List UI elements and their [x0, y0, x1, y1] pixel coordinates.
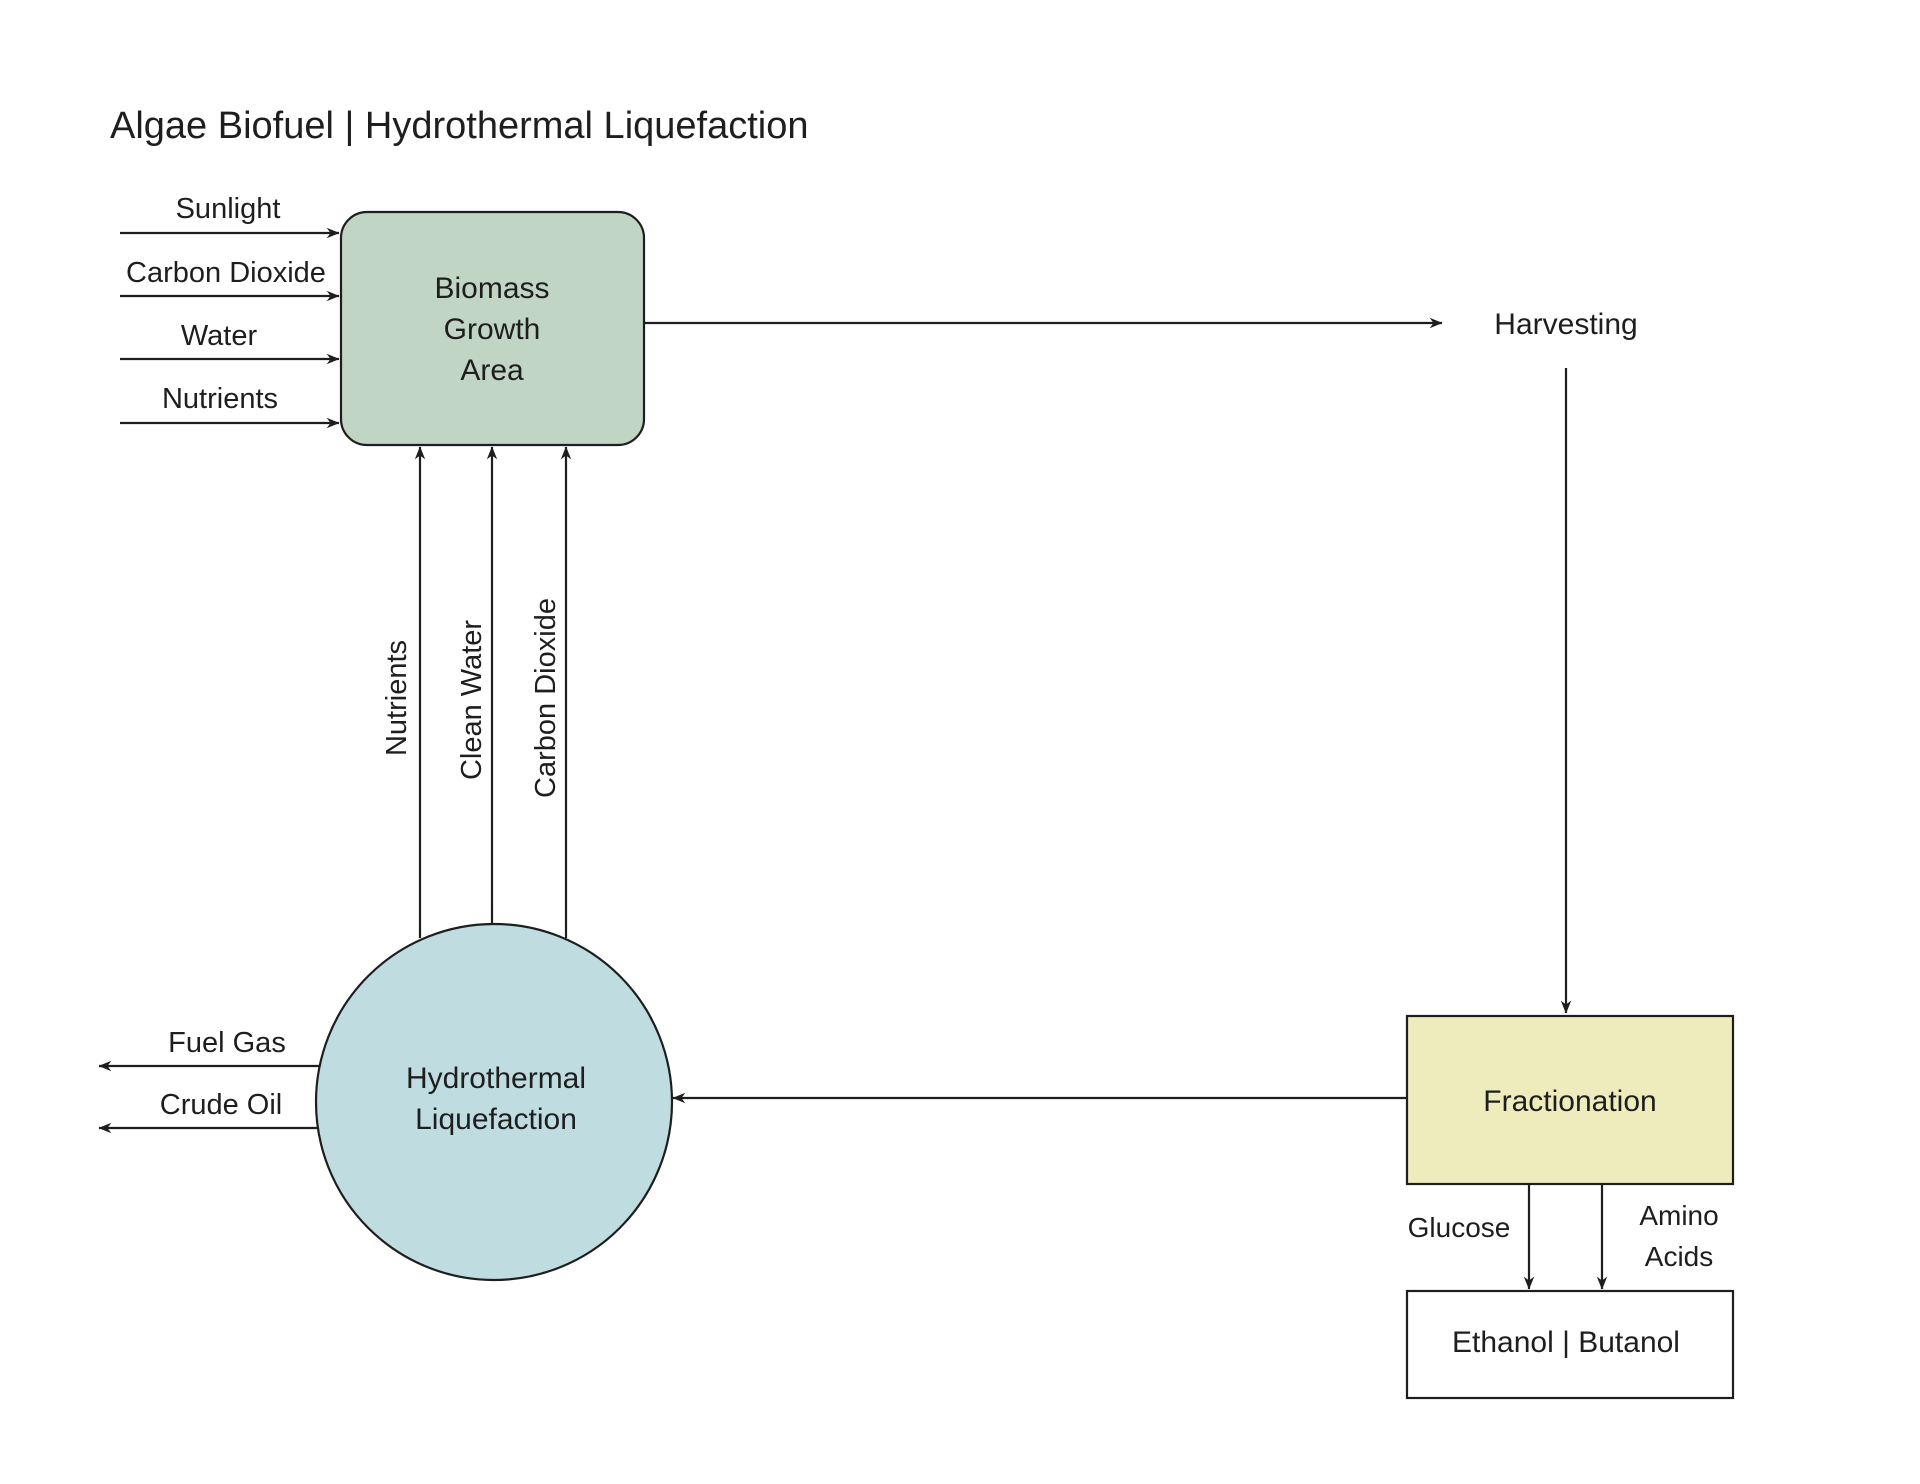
- input-label-sunlight: Sunlight: [176, 193, 281, 225]
- recycle-label-nutrients: Nutrients: [381, 640, 413, 756]
- fractionation-label: Fractionation: [1483, 1085, 1656, 1118]
- hydrothermal-liquefaction-circle: [314, 922, 674, 1282]
- recycle-label-clean-water: Clean Water: [456, 620, 488, 780]
- output-label-crude-oil: Crude Oil: [160, 1089, 283, 1121]
- recycle-label-carbon-dioxide: Carbon Dioxide: [530, 598, 562, 798]
- htl-label-line-1: Hydrothermal: [406, 1062, 586, 1095]
- biomass-label-line-1: Biomass: [434, 272, 549, 305]
- htl-label-line-2: Liquefaction: [415, 1103, 577, 1136]
- glucose-label: Glucose: [1408, 1212, 1511, 1243]
- diagram-title: Algae Biofuel | Hydrothermal Liquefactio…: [110, 105, 809, 147]
- amino-acids-label-line-1: Amino: [1639, 1200, 1718, 1231]
- input-label-water: Water: [181, 320, 258, 352]
- biomass-growth-area-box: [339, 210, 646, 447]
- fractionation-box: [1405, 1014, 1735, 1186]
- amino-acids-label-line-2: Acids: [1645, 1241, 1713, 1272]
- biomass-label-line-3: Area: [460, 354, 524, 387]
- biomass-label-line-2: Growth: [444, 313, 541, 346]
- ethanol-butanol-label: Ethanol | Butanol: [1452, 1326, 1680, 1359]
- ethanol-butanol-box: [1405, 1289, 1735, 1400]
- harvesting-label: Harvesting: [1494, 308, 1637, 341]
- output-label-fuel-gas: Fuel Gas: [168, 1027, 286, 1059]
- input-label-carbon-dioxide: Carbon Dioxide: [126, 257, 326, 289]
- input-label-nutrients: Nutrients: [162, 383, 278, 415]
